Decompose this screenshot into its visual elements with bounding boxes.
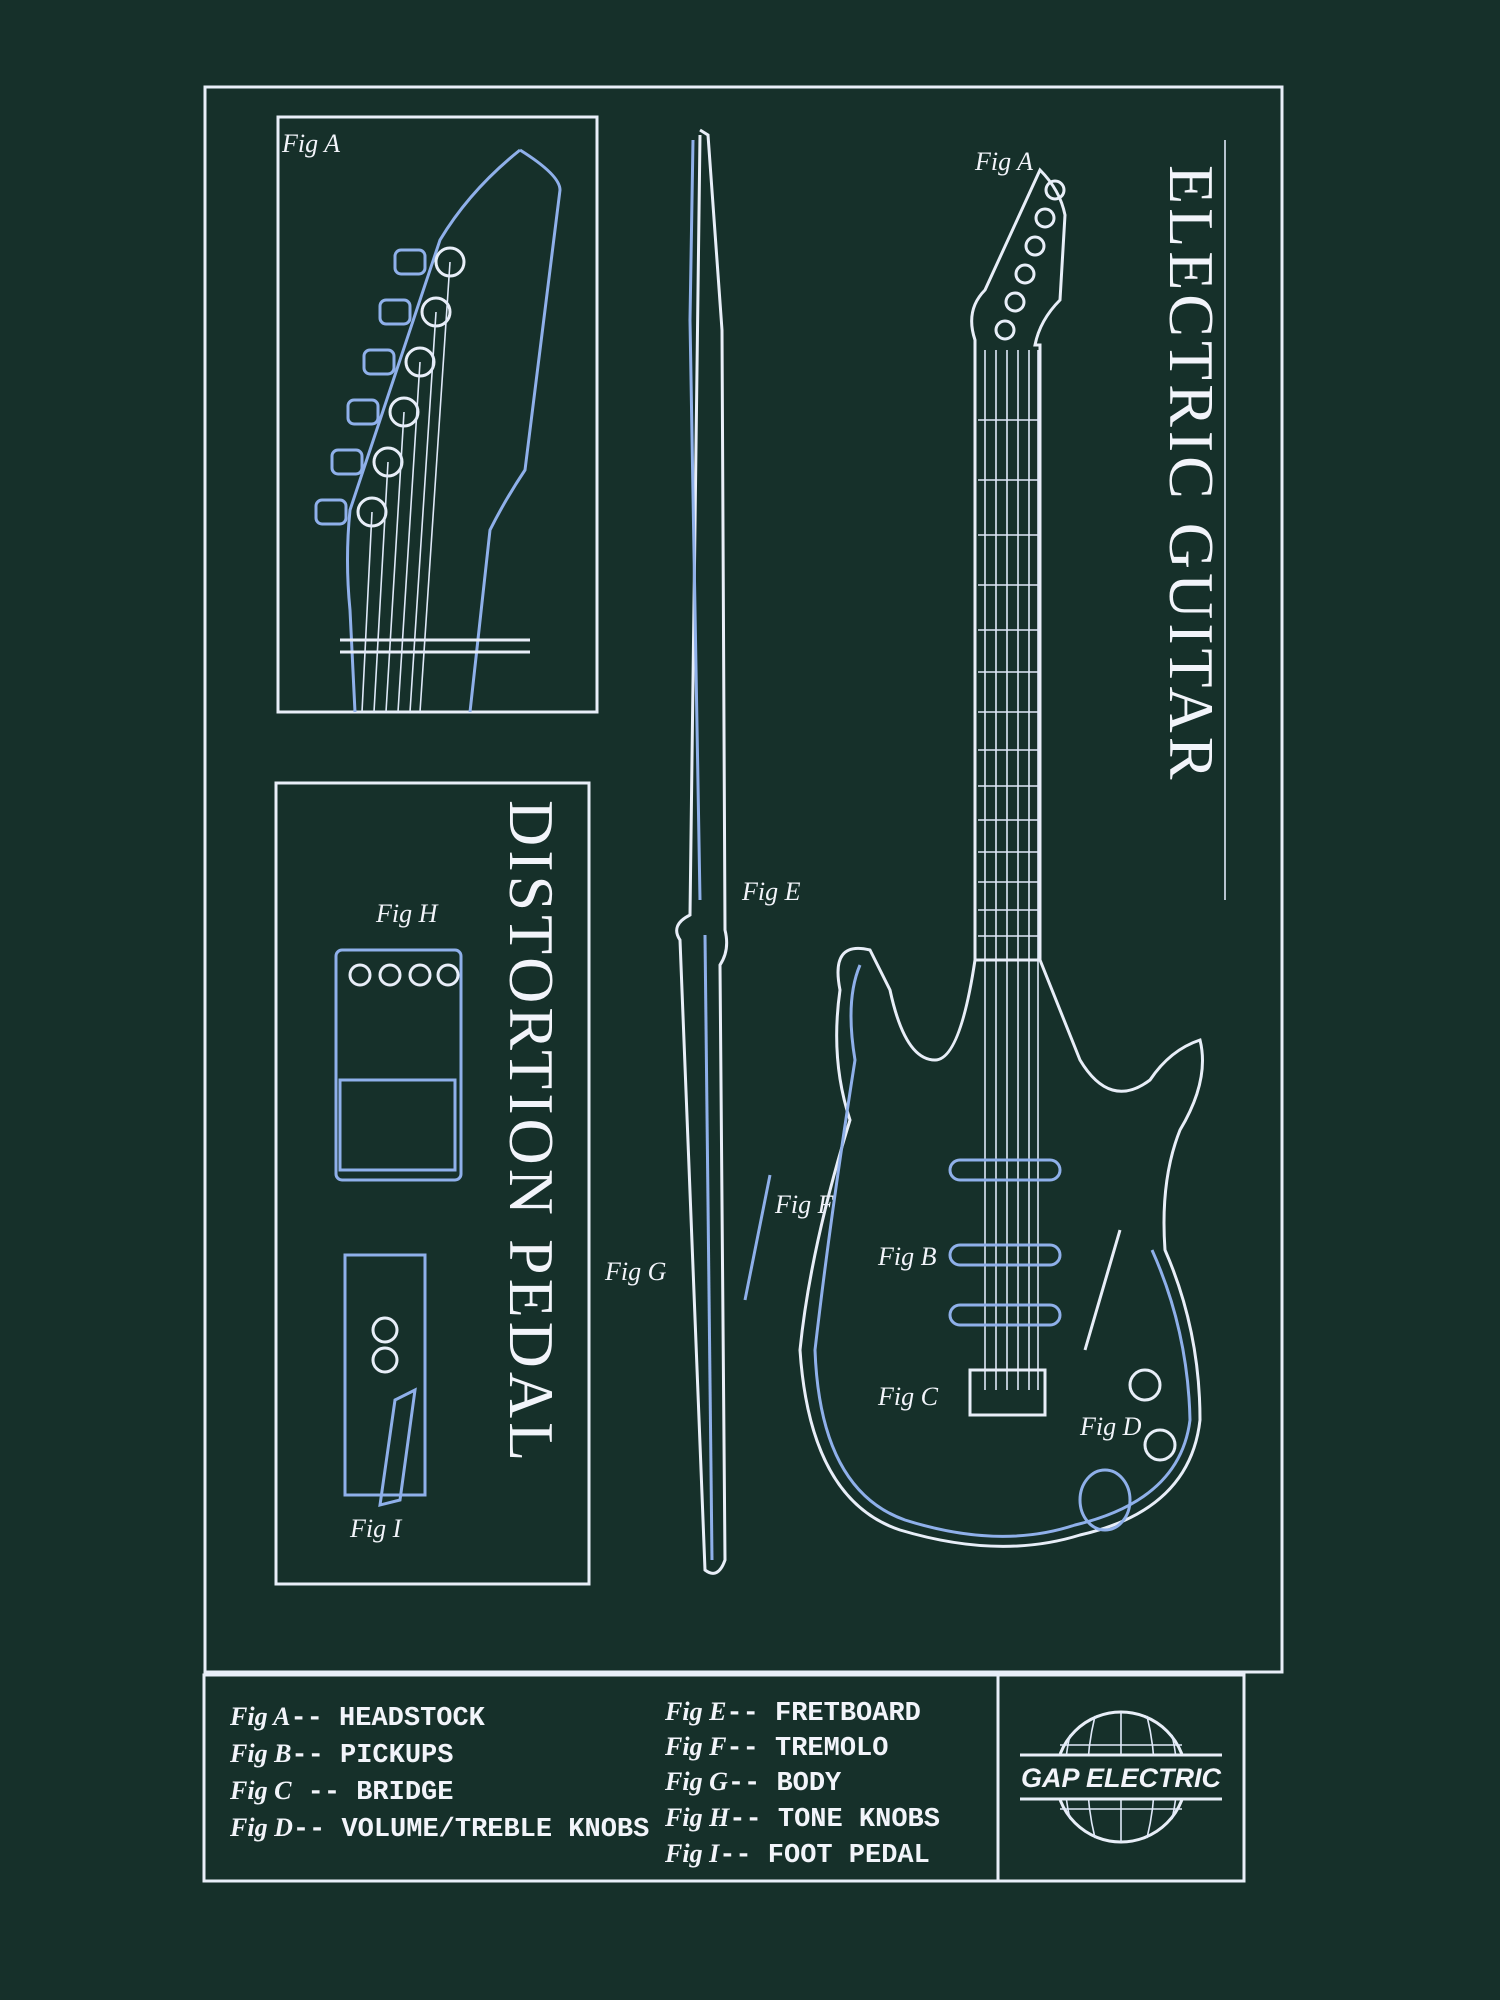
fig-label: Fig C xyxy=(877,1382,939,1411)
fig-label: Fig A xyxy=(281,129,340,158)
fig-label: Fig G xyxy=(604,1257,667,1286)
pickup xyxy=(948,1243,1062,1267)
fig-label: Fig D xyxy=(1079,1412,1142,1441)
electric-guitar-drawing: Fig A Fig B Fig C Fig D ELECTRIC GUITAR xyxy=(798,140,1227,1548)
headstock-detail-panel: Fig A xyxy=(276,115,599,714)
guitar-pegs xyxy=(994,179,1066,341)
legend-item: Fig G-- BODY xyxy=(664,1767,842,1799)
legend-item: Fig I-- FOOT PEDAL xyxy=(664,1839,930,1871)
fig-label: Fig I xyxy=(349,1514,403,1543)
legend-item: Fig A-- HEADSTOCK xyxy=(229,1702,486,1734)
pickup xyxy=(948,1158,1062,1182)
tuning-pegs xyxy=(314,246,466,528)
legend-column-2: Fig E-- FRETBOARD Fig F-- TREMOLO Fig G-… xyxy=(664,1697,940,1871)
neck-side-profile: Fig E Fig G Fig F xyxy=(604,128,835,1575)
pickup xyxy=(948,1303,1062,1327)
main-frame xyxy=(203,85,1284,1674)
jack xyxy=(1078,1468,1132,1532)
fig-label: Fig B xyxy=(877,1242,937,1271)
legend-column-1: Fig A-- HEADSTOCK Fig B-- PICKUPS Fig C … xyxy=(229,1702,649,1845)
gap-electric-logo: GAP ELECTRIC xyxy=(1020,1710,1222,1844)
fig-label: Fig A xyxy=(974,147,1033,176)
guitar-title: ELECTRIC GUITAR xyxy=(1156,165,1227,783)
foot-pedal-drawing xyxy=(343,1253,427,1497)
legend-item: Fig D-- VOLUME/TREBLE KNOBS xyxy=(229,1813,649,1845)
logo-text: GAP ELECTRIC xyxy=(1021,1763,1222,1793)
legend-item: Fig F-- TREMOLO xyxy=(664,1732,888,1764)
legend-item: Fig B-- PICKUPS xyxy=(229,1739,453,1771)
pedal-drawing xyxy=(334,948,463,1182)
legend-item: Fig C -- BRIDGE xyxy=(229,1776,453,1808)
pedal-title: DISTORTION PEDAL xyxy=(496,800,567,1465)
fig-label: Fig H xyxy=(375,899,439,928)
guitar-body xyxy=(798,947,1204,1548)
fig-label: Fig E xyxy=(741,877,801,906)
bridge xyxy=(968,1368,1047,1417)
legend-item: Fig H-- TONE KNOBS xyxy=(664,1803,940,1835)
legend-item: Fig E-- FRETBOARD xyxy=(664,1697,921,1729)
legend-box: Fig A-- HEADSTOCK Fig B-- PICKUPS Fig C … xyxy=(202,1673,1246,1883)
knob xyxy=(1143,1428,1177,1462)
distortion-pedal-panel: DISTORTION PEDAL Fig H Fig I xyxy=(274,781,591,1586)
knob xyxy=(1128,1368,1162,1402)
